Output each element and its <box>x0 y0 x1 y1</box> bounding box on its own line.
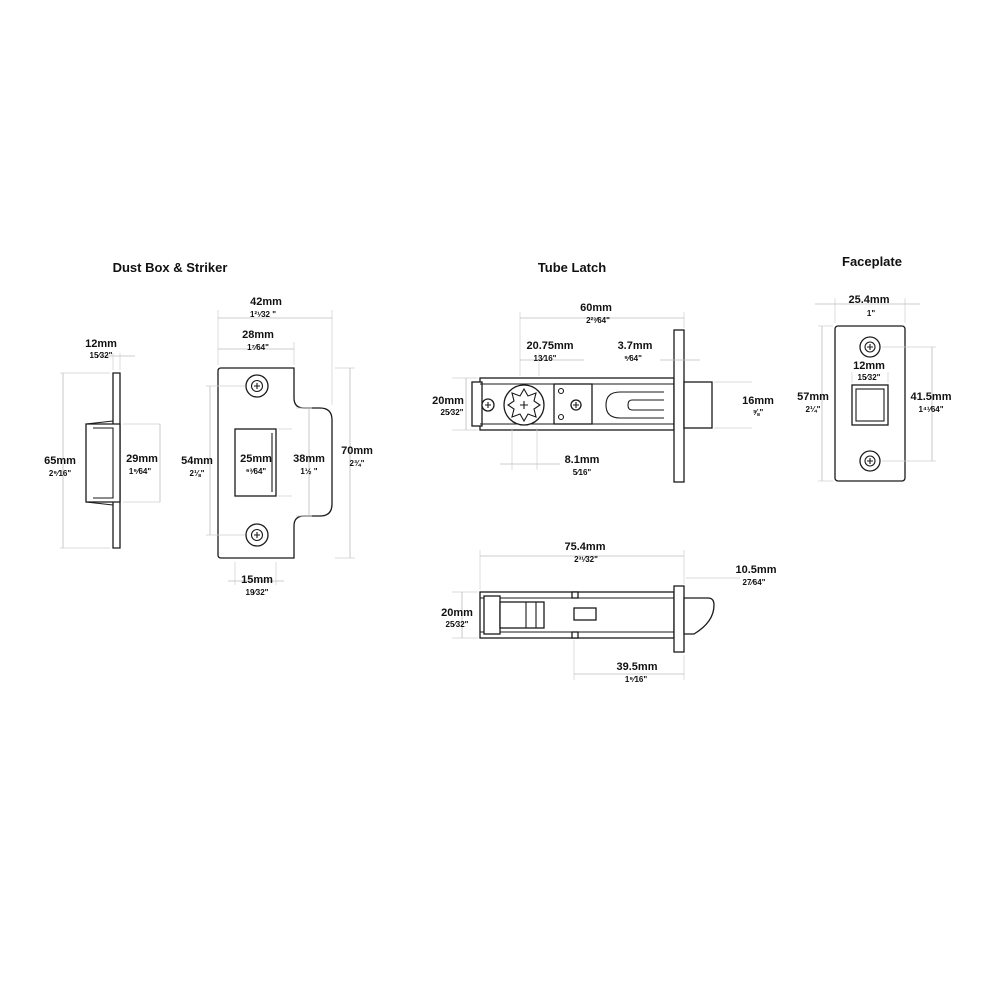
faceplate-screw-bottom-icon <box>859 450 881 472</box>
tube-latch-total-length-mm: 75.4mm <box>565 541 606 553</box>
tube-latch-plate-thickness-in: ⁹⁄64" <box>624 354 642 363</box>
title-tube-latch: Tube Latch <box>538 260 606 275</box>
faceplate-slot-width-in: 15⁄32" <box>858 373 881 382</box>
tube-latch-top-dimensions <box>452 312 752 470</box>
faceplate-height-in: 2¼" <box>806 405 821 414</box>
title-dust-box-striker: Dust Box & Striker <box>113 260 228 275</box>
striker-lip-height-mm: 38mm <box>293 453 325 465</box>
striker-screw-top-icon <box>245 374 269 398</box>
striker-height-mm: 70mm <box>341 445 373 457</box>
tube-latch-bolt-projection-in: 27⁄64" <box>743 578 766 587</box>
striker-hole-spacing-mm: 54mm <box>181 455 213 467</box>
tube-latch-diameter-in: 25⁄32" <box>441 408 464 417</box>
tube-latch-plate-thickness-mm: 3.7mm <box>618 340 653 352</box>
dust-box-dimensions <box>60 353 161 549</box>
tube-latch-length-mm: 60mm <box>580 302 612 314</box>
tube-latch-rear-screw-icon <box>481 398 495 412</box>
tube-latch-side-dimensions <box>452 550 740 680</box>
striker-opening-in: ⁶³⁄64" <box>246 467 267 476</box>
tube-latch-backset-in: 1⁹⁄16" <box>625 675 647 684</box>
tube-latch-total-length-in: 2³¹⁄32" <box>574 555 598 564</box>
tube-latch-bolt-projection-mm: 10.5mm <box>736 564 777 576</box>
tube-latch-hub-icon <box>503 384 545 426</box>
tube-latch-hub-size-mm: 8.1mm <box>565 454 600 466</box>
faceplate-slot-width-mm: 12mm <box>853 360 885 372</box>
striker-hole-spacing-in: 2⅛" <box>190 469 205 478</box>
striker-opening-mm: 25mm <box>240 453 272 465</box>
tube-latch-hub-offset-mm: 20.75mm <box>526 340 573 352</box>
tube-latch-nose-height-in: ⅝" <box>753 408 764 417</box>
faceplate-width-in: 1" <box>867 309 875 318</box>
striker-bottom-offset-mm: 15mm <box>241 574 273 586</box>
tube-latch-side-diameter-in: 25⁄32" <box>446 620 469 629</box>
tube-latch-hub-size-in: 5⁄16" <box>573 468 592 477</box>
striker-drawing <box>217 367 333 559</box>
striker-lip-height-in: 1½ " <box>300 467 317 476</box>
striker-width-mm: 42mm <box>250 296 282 308</box>
tube-latch-nose-height-mm: 16mm <box>742 395 774 407</box>
tube-latch-length-in: 2²³⁄64" <box>586 316 610 325</box>
dust-box-drawing <box>85 372 121 549</box>
tube-latch-diameter-mm: 20mm <box>432 395 464 407</box>
faceplate-width-mm: 25.4mm <box>849 294 890 306</box>
dust-box-box-height-in: 1⁹⁄64" <box>129 467 151 476</box>
striker-lip-width-in: 1⁷⁄64" <box>247 343 269 352</box>
tube-latch-backset-mm: 39.5mm <box>617 661 658 673</box>
faceplate-height-mm: 57mm <box>797 391 829 403</box>
tube-latch-hub-offset-in: 13⁄16" <box>534 354 557 363</box>
striker-screw-bottom-icon <box>245 523 269 547</box>
striker-bottom-offset-in: 19⁄32" <box>246 588 269 597</box>
dust-box-box-height-mm: 29mm <box>126 453 158 465</box>
faceplate-hole-spacing-mm: 41.5mm <box>911 391 952 403</box>
tube-latch-follower-screw-icon <box>570 399 582 411</box>
striker-height-in: 2¾" <box>350 459 365 468</box>
dust-box-height-in: 2⁹⁄16" <box>49 469 71 478</box>
striker-dimensions <box>206 310 355 585</box>
dust-box-height-mm: 65mm <box>44 455 76 467</box>
dust-box-width-mm: 12mm <box>85 338 117 350</box>
dust-box-width-in: 15⁄32" <box>90 351 113 360</box>
faceplate-dimensions <box>815 298 936 482</box>
tube-latch-side-drawing <box>479 585 715 653</box>
faceplate-drawing <box>834 325 906 482</box>
tube-latch-top-drawing <box>471 329 713 483</box>
striker-width-in: 1²¹⁄32 " <box>250 310 276 319</box>
title-faceplate: Faceplate <box>842 254 902 269</box>
striker-lip-width-mm: 28mm <box>242 329 274 341</box>
tube-latch-side-diameter-mm: 20mm <box>441 607 473 619</box>
faceplate-hole-spacing-in: 1⁴¹⁄64" <box>918 405 943 414</box>
faceplate-screw-top-icon <box>859 336 881 358</box>
